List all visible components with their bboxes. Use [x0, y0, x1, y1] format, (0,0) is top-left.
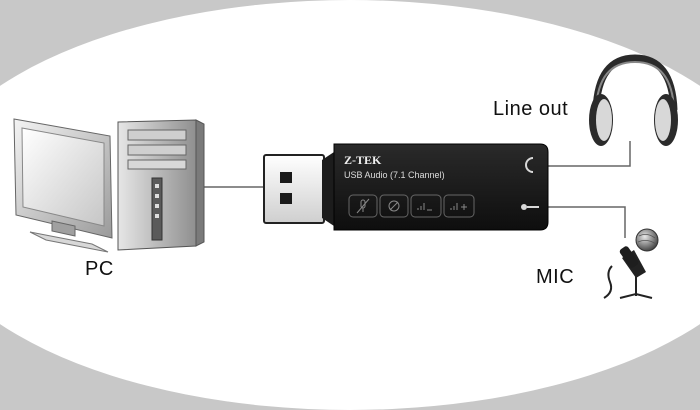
- lineout-connection-line: [545, 141, 631, 167]
- line-out-label: Line out: [493, 98, 569, 120]
- desktop-computer-icon: [13, 118, 205, 253]
- mic-connection-line: [545, 206, 626, 238]
- device-model: USB Audio (7.1 Channel): [344, 170, 445, 180]
- device-body: [333, 143, 549, 231]
- device-brand: Z-TEK: [344, 153, 382, 167]
- pc-label: PC: [85, 258, 114, 280]
- microphone-icon: [603, 228, 659, 299]
- usb-sound-card: [263, 143, 549, 231]
- volume-up-icon: [450, 203, 467, 210]
- headphone-jack-icon: [525, 157, 534, 173]
- mic-mute-icon: [356, 198, 370, 214]
- mic-label: MIC: [536, 266, 575, 288]
- mic-jack-icon: [521, 204, 539, 210]
- headphones-icon: [589, 54, 678, 146]
- usb-plug: [263, 154, 325, 224]
- speaker-mute-icon: [388, 200, 400, 212]
- volume-down-icon: [417, 203, 432, 211]
